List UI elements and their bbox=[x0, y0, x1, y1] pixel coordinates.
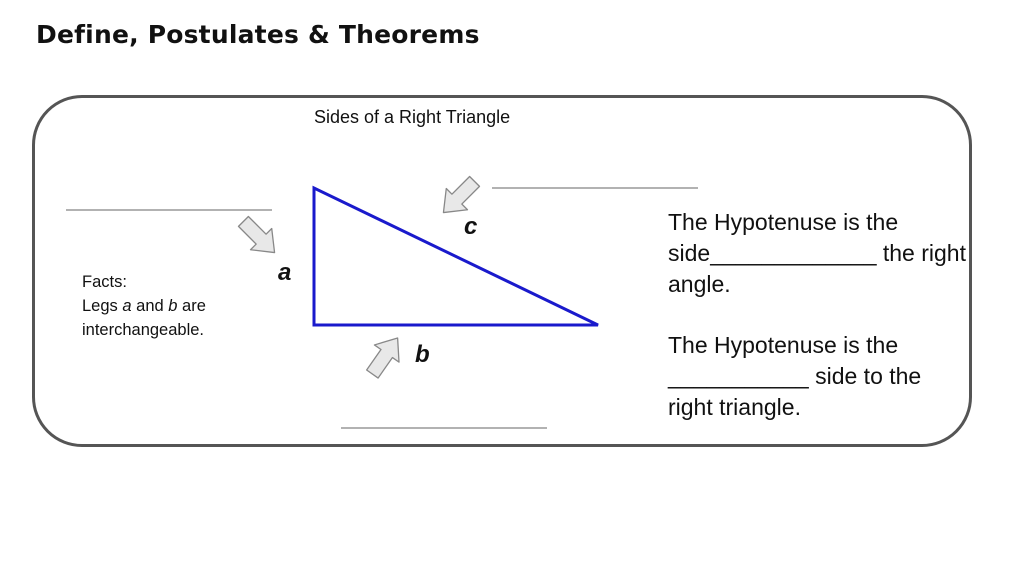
facts-line-2: interchangeable. bbox=[82, 321, 205, 339]
facts-text: Legs bbox=[82, 297, 123, 315]
arrow-to-side-a-icon bbox=[237, 215, 276, 254]
facts-text: and bbox=[131, 297, 169, 315]
facts-note: Facts: Legs a and b are interchangeable. bbox=[82, 270, 206, 342]
side-label-a: a bbox=[278, 259, 291, 286]
arrow-to-side-c-icon bbox=[442, 175, 481, 214]
facts-var-a: a bbox=[122, 297, 132, 315]
content-frame bbox=[32, 95, 972, 447]
right-triangle bbox=[312, 185, 599, 327]
hypotenuse-statement-2: The Hypotenuse is the ___________ side t… bbox=[668, 332, 922, 420]
arrow-to-side-b-icon bbox=[365, 337, 400, 379]
hypotenuse-statement-1: The Hypotenuse is the side_____________ … bbox=[668, 209, 966, 297]
diagram-title: Sides of a Right Triangle bbox=[314, 107, 511, 127]
side-label-b: b bbox=[415, 341, 430, 368]
facts-line-1: Legs a and b are bbox=[82, 294, 206, 318]
page-title: Define, Postulates & Theorems bbox=[36, 20, 480, 49]
facts-var-b: b bbox=[168, 297, 178, 315]
facts-heading: Facts: bbox=[82, 273, 127, 291]
facts-text: are bbox=[177, 297, 206, 315]
side-label-c: c bbox=[464, 213, 477, 240]
